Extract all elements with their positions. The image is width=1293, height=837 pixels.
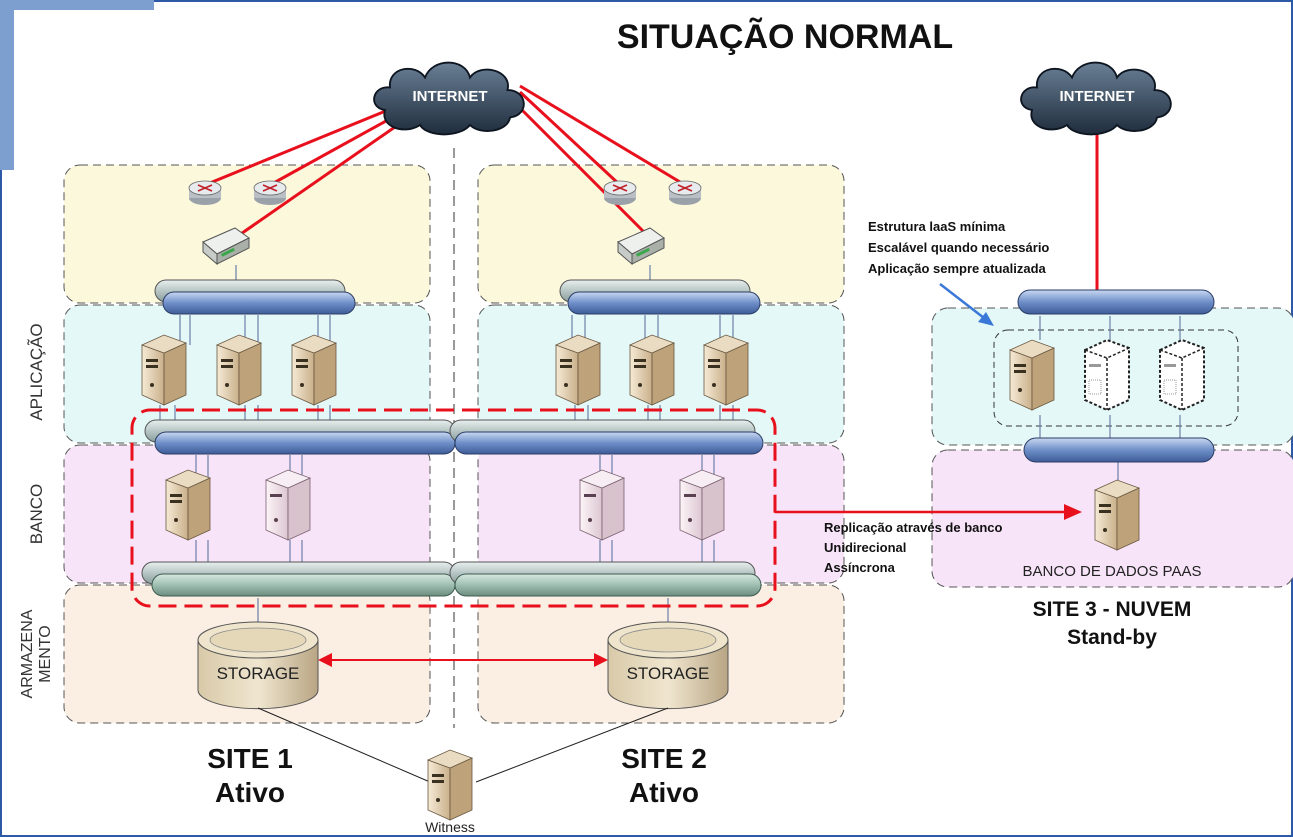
- db-server-icon: [679, 469, 725, 541]
- iaas-note-arrow: [939, 283, 994, 326]
- db-server-icon: [165, 469, 211, 541]
- replication-note-line: Unidirecional: [824, 540, 906, 555]
- db-server-icon: [579, 469, 625, 541]
- corner-tab: [0, 0, 14, 170]
- corner-tab-top: [14, 0, 154, 10]
- app-server-icon: [629, 334, 675, 406]
- storage-site1: STORAGE: [197, 621, 319, 710]
- site2-name: SITE 2: [621, 743, 707, 774]
- router-icon: [253, 180, 287, 206]
- db-server-icon: [265, 469, 311, 541]
- internet-cloud-cloud: INTERNET: [1020, 61, 1172, 136]
- app-server-icon: [141, 334, 187, 406]
- scalable-server-icon: [1159, 339, 1205, 411]
- storage-site2: STORAGE: [607, 621, 729, 710]
- layer-label-banco: BANCO: [27, 484, 46, 544]
- cloud-db-server-icon: [1094, 479, 1140, 551]
- replication-note: Replicação através de banco Unidireciona…: [824, 520, 1003, 575]
- iaas-note-line: Aplicação sempre atualizada: [868, 261, 1047, 276]
- network-buses: [141, 279, 1215, 597]
- scalable-server-icon: [1084, 339, 1130, 411]
- site3-db-label: BANCO DE DADOS PAAS: [1023, 563, 1202, 580]
- internet-cloud-main: INTERNET: [373, 61, 525, 136]
- iaas-note-line: Escalável quando necessário: [868, 240, 1049, 255]
- site1-status: Ativo: [215, 777, 285, 808]
- site3-name: SITE 3 - NUVEM: [1033, 598, 1192, 621]
- app-server-icon: [703, 334, 749, 406]
- layer-label-armazenamento-2: MENTO: [37, 625, 54, 682]
- page-title: SITUAÇÃO NORMAL: [617, 18, 953, 56]
- internet-label-cloud: INTERNET: [1060, 88, 1135, 105]
- iaas-note-line: Estrutura laaS mínima: [868, 219, 1006, 234]
- replication-note-line: Replicação através de banco: [824, 520, 1003, 535]
- site1-name: SITE 1: [207, 743, 293, 774]
- internet-links: [204, 84, 1099, 290]
- internet-label-main: INTERNET: [413, 88, 488, 105]
- replication-note-line: Assíncrona: [824, 560, 896, 575]
- storage-label: STORAGE: [627, 664, 710, 683]
- layer-label-aplicacao: APLICAÇÃO: [27, 323, 46, 420]
- replication-boundary: [130, 408, 777, 608]
- site2-status: Ativo: [629, 777, 699, 808]
- layer-label-armazenamento-1: ARMAZENA: [19, 609, 36, 698]
- router-icon: [603, 180, 637, 206]
- witness-label: Witness: [425, 819, 475, 835]
- replication-arrow: [775, 504, 1082, 520]
- witness-links: [257, 707, 669, 783]
- app-server-icon: [291, 334, 337, 406]
- router-icon: [188, 180, 222, 206]
- cloud-app-server-icon: [1009, 339, 1055, 411]
- storage-sync-arrow: [318, 653, 608, 667]
- app-server-icon: [555, 334, 601, 406]
- witness-server-icon: [427, 749, 473, 821]
- app-server-icon: [216, 334, 262, 406]
- iaas-note: Estrutura laaS mínima Escalável quando n…: [868, 219, 1049, 276]
- site3-iaas-group: [993, 329, 1239, 427]
- storage-label: STORAGE: [217, 664, 300, 683]
- site3-status: Stand-by: [1067, 626, 1157, 649]
- router-icon: [668, 180, 702, 206]
